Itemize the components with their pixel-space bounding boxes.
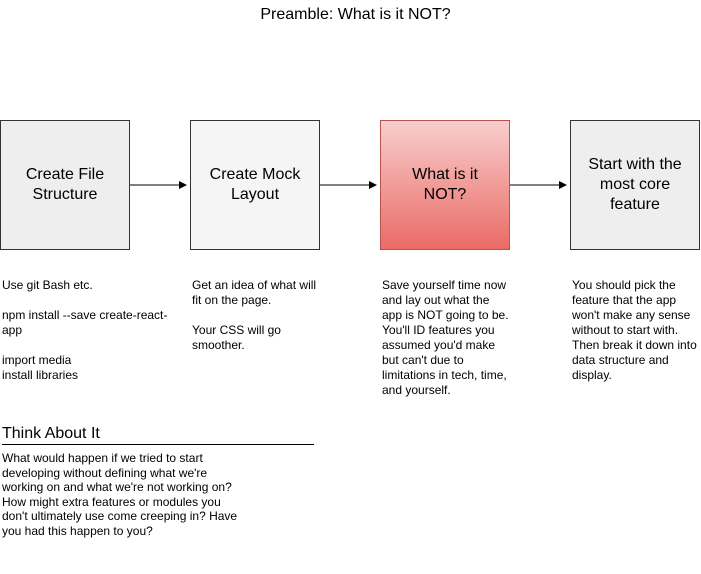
step-note-mock-layout: Get an idea of what will fit on the page…	[192, 278, 317, 352]
step-label: Start with the most core feature	[588, 156, 682, 213]
step-label: What is it NOT?	[412, 166, 478, 203]
step-note-file-structure: Use git Bash etc. npm install --save cre…	[2, 278, 168, 382]
step-note-what-is-it-not: Save yourself time now and lay out what …	[382, 278, 509, 397]
step-what-is-it-not: What is it NOT?	[380, 120, 510, 250]
think-about-it-heading: Think About It	[2, 424, 314, 445]
step-label: Create File Structure	[25, 166, 105, 203]
diagram-title: Preamble: What is it NOT?	[260, 6, 451, 23]
step-label: Create Mock Layout	[209, 166, 301, 203]
step-note-core-feature: You should pick the feature that the app…	[572, 278, 697, 382]
step-start-core-feature: Start with the most core feature	[570, 120, 700, 250]
step-create-mock-layout: Create Mock Layout	[190, 120, 320, 250]
step-create-file-structure: Create File Structure	[0, 120, 130, 250]
think-about-it-body: What would happen if we tried to start d…	[2, 451, 238, 538]
